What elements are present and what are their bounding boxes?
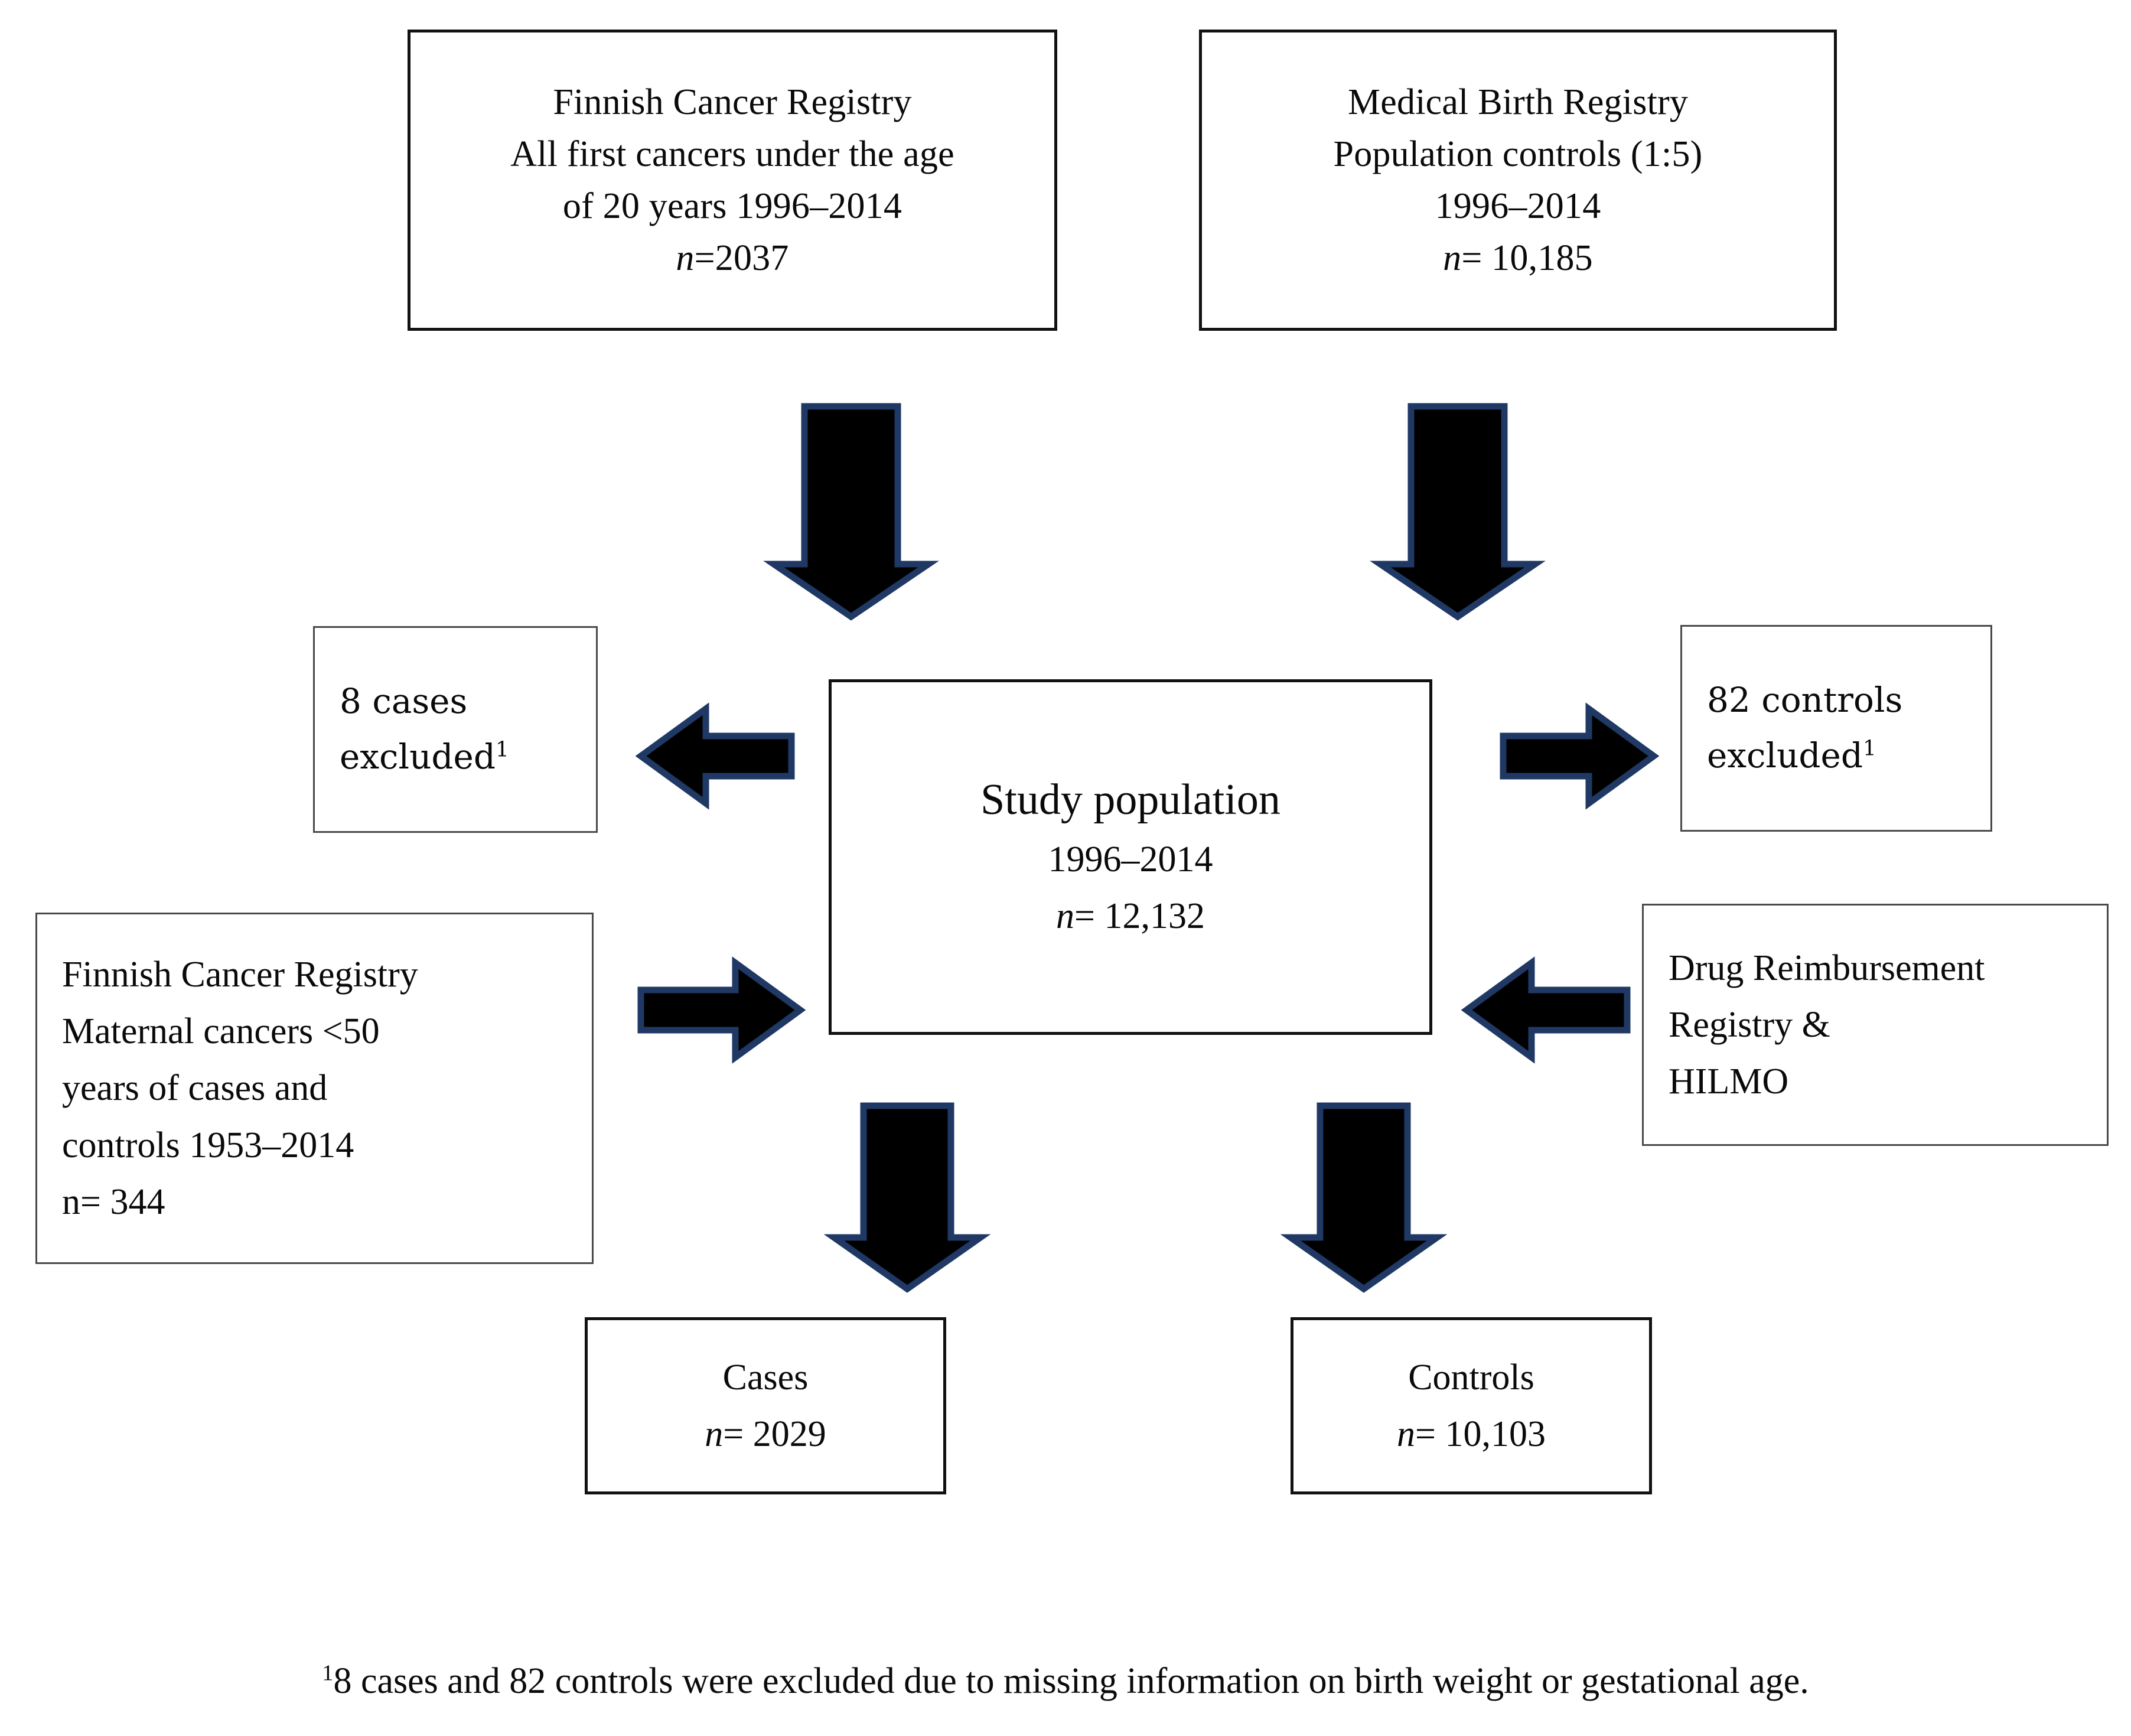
birth-registry-line-3: 1996–2014 <box>1435 186 1601 226</box>
arrow-study-to-controls-icon <box>1280 1102 1448 1293</box>
drug-registry-line-1: Drug Reimbursement <box>1669 947 1985 988</box>
node-cases-excluded[interactable]: 8 cases excluded1 <box>313 626 598 833</box>
controls-excluded-line-2: excluded1 <box>1707 728 1876 784</box>
birth-registry-count: n= 10,185 <box>1443 232 1593 284</box>
node-study-population[interactable]: Study population 1996–2014 n= 12,132 <box>829 679 1432 1035</box>
controls-final-n-symbol: n <box>1397 1414 1416 1454</box>
study-population-n-value: = 12,132 <box>1074 895 1205 936</box>
maternal-cancers-count: n= 344 <box>62 1181 165 1222</box>
maternal-cancers-line-4: controls 1953–2014 <box>62 1125 354 1165</box>
arrow-study-to-cases-icon <box>823 1102 991 1293</box>
drug-registry-line-2: Registry & <box>1669 1004 1830 1045</box>
controls-excluded-word: excluded <box>1707 735 1863 776</box>
controls-excluded-line-1: 82 controls <box>1707 680 1903 721</box>
study-population-count: n= 12,132 <box>1056 888 1205 944</box>
cancer-registry-line-3: of 20 years 1996–2014 <box>562 186 902 226</box>
controls-excluded-footnote-marker: 1 <box>1863 736 1876 761</box>
arrow-maternal-to-study-icon <box>637 956 806 1064</box>
cases-excluded-line-1: 8 cases <box>340 681 468 722</box>
arrow-study-to-controls-excluded-icon <box>1500 702 1660 810</box>
study-population-n-symbol: n <box>1056 895 1075 936</box>
node-cancer-registry-source[interactable]: Finnish Cancer Registry All first cancer… <box>408 30 1057 331</box>
node-controls-final[interactable]: Controls n= 10,103 <box>1291 1317 1652 1494</box>
birth-registry-line-2: Population controls (1:5) <box>1333 133 1703 174</box>
controls-final-heading: Controls <box>1408 1357 1534 1398</box>
controls-final-count: n= 10,103 <box>1397 1406 1546 1463</box>
node-birth-registry-source[interactable]: Medical Birth Registry Population contro… <box>1199 30 1837 331</box>
arrow-cancer-to-study-icon <box>763 403 939 621</box>
cancer-registry-line-2: All first cancers under the age <box>510 133 954 174</box>
cases-final-n-value: = 2029 <box>723 1414 826 1454</box>
maternal-cancers-line-2: Maternal cancers <50 <box>62 1011 380 1052</box>
footnote-marker: 1 <box>322 1660 334 1686</box>
footnote-text: 8 cases and 82 controls were excluded du… <box>333 1661 1809 1701</box>
maternal-cancers-line-3: years of cases and <box>62 1068 328 1109</box>
drug-registry-line-3: HILMO <box>1669 1061 1789 1102</box>
birth-registry-n-symbol: n <box>1443 238 1462 279</box>
node-cases-final[interactable]: Cases n= 2029 <box>585 1317 946 1494</box>
study-population-heading: Study population <box>980 776 1280 825</box>
cases-final-n-symbol: n <box>705 1414 724 1454</box>
node-drug-registry[interactable]: Drug Reimbursement Registry & HILMO <box>1642 904 2109 1146</box>
cancer-registry-n-symbol: n <box>676 238 695 279</box>
node-maternal-cancers[interactable]: Finnish Cancer Registry Maternal cancers… <box>35 913 594 1264</box>
cases-excluded-line-2: excluded1 <box>340 729 509 785</box>
arrow-drug-to-study-icon <box>1461 956 1631 1064</box>
cancer-registry-line-1: Finnish Cancer Registry <box>553 82 912 122</box>
footnote: 18 cases and 82 controls were excluded d… <box>0 1657 2131 1705</box>
node-controls-excluded[interactable]: 82 controls excluded1 <box>1680 625 1992 832</box>
controls-final-n-value: = 10,103 <box>1415 1414 1546 1454</box>
arrow-study-to-cases-excluded-icon <box>635 702 795 810</box>
birth-registry-n-value: = 10,185 <box>1461 238 1593 279</box>
study-population-period: 1996–2014 <box>1048 839 1213 880</box>
cases-final-count: n= 2029 <box>705 1406 826 1463</box>
arrow-birth-to-study-icon <box>1370 403 1546 621</box>
cases-excluded-word: excluded <box>340 737 496 777</box>
cases-final-heading: Cases <box>722 1357 809 1398</box>
cancer-registry-n-value: =2037 <box>694 238 789 279</box>
birth-registry-line-1: Medical Birth Registry <box>1347 82 1689 122</box>
cases-excluded-footnote-marker: 1 <box>496 737 509 762</box>
cancer-registry-count: n=2037 <box>676 232 788 284</box>
maternal-cancers-line-1: Finnish Cancer Registry <box>62 955 418 995</box>
